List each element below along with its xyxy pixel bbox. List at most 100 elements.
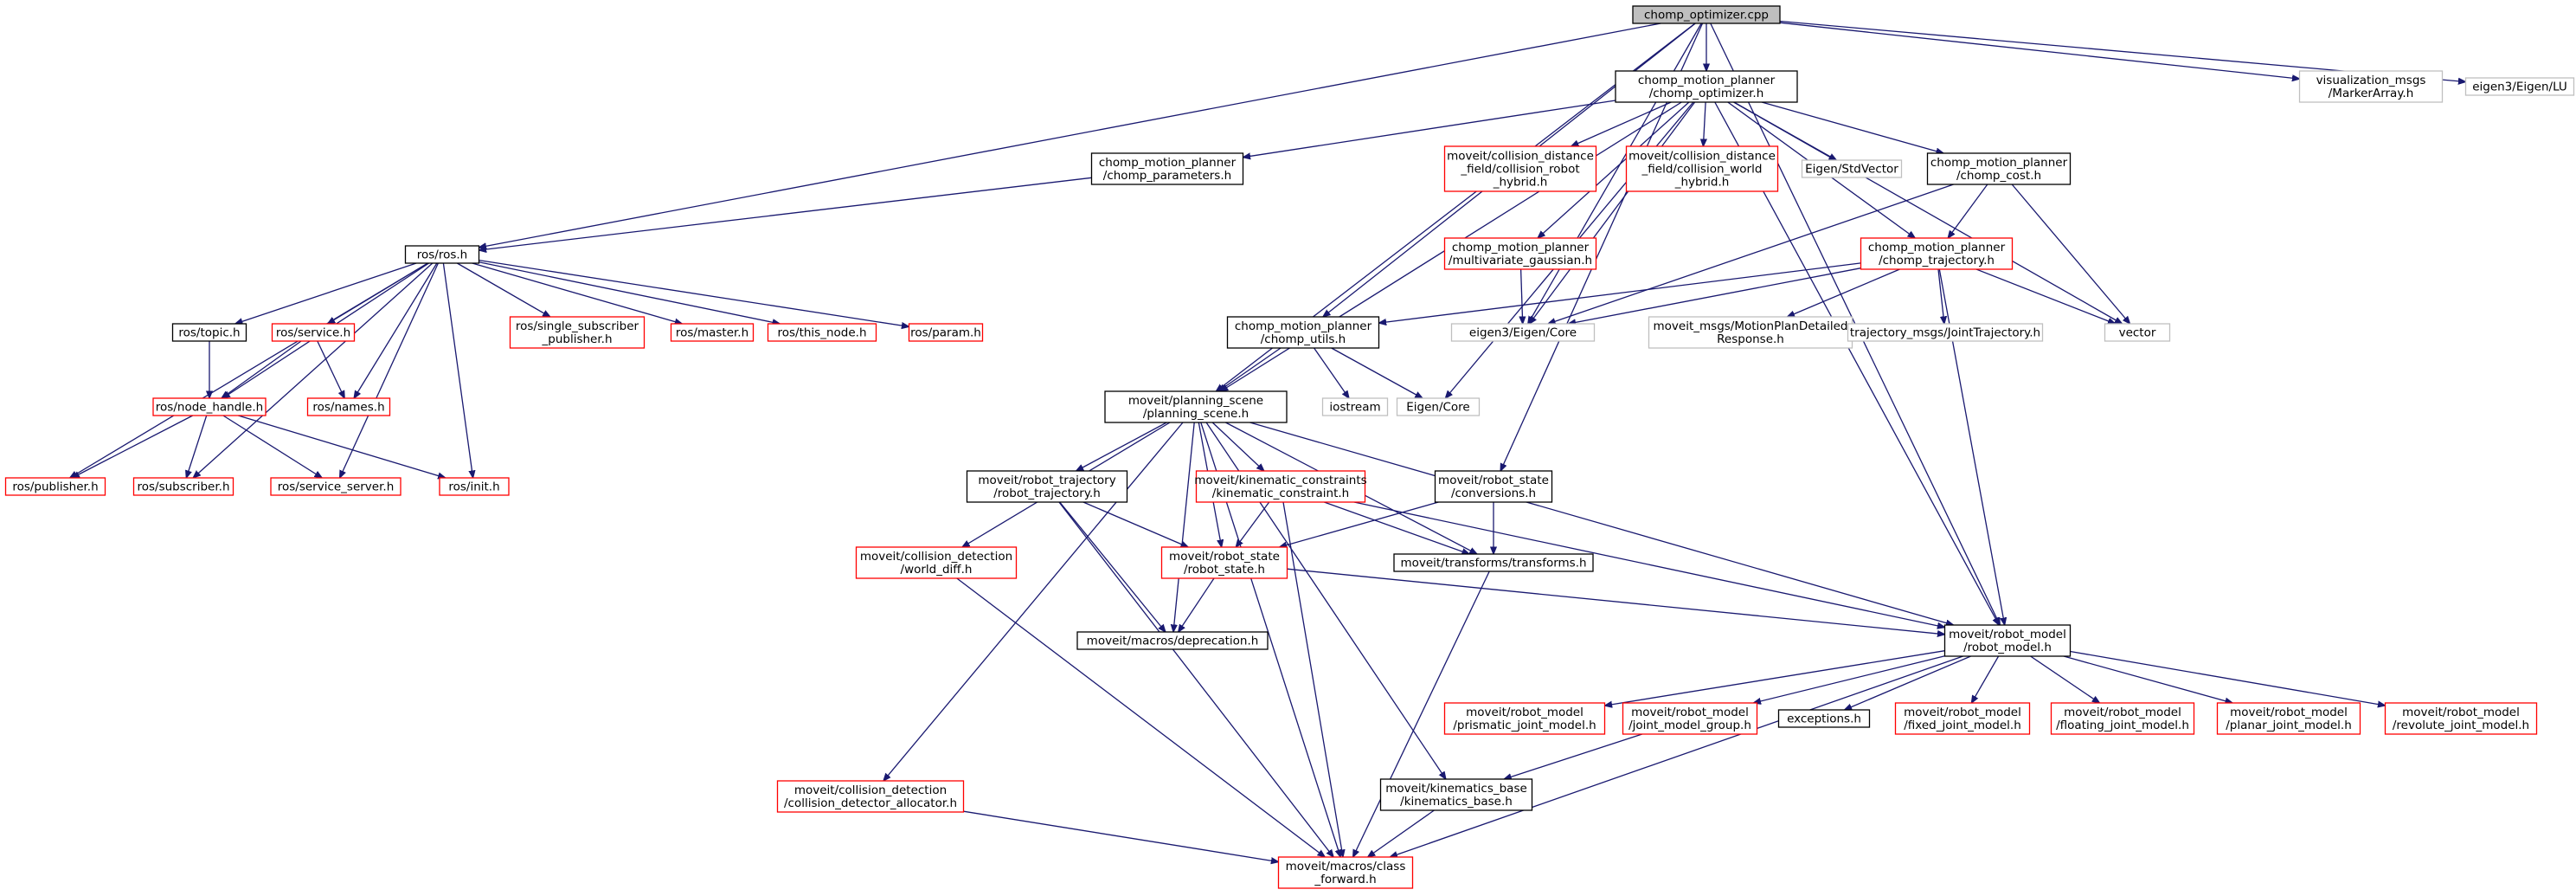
edge-n18-to-n25 — [1218, 347, 1282, 391]
node-label-line: moveit/collision_distance — [1447, 150, 1594, 164]
node-label-line: moveit/robot_model — [1466, 706, 1584, 719]
node-moveit-collision-distance-field-collision-robot-hybrid-h[interactable]: moveit/collision_distance_field/collisio… — [1443, 145, 1597, 192]
node-eigen-core[interactable]: Eigen/Core — [1396, 397, 1481, 416]
node-label-line: ros/init.h — [448, 480, 499, 494]
node-ros-single-subscriber-publisher-h[interactable]: ros/single_subscriber_publisher.h — [509, 316, 646, 349]
edge-n39-to-n45 — [2063, 655, 2232, 703]
node-ros-param-h[interactable]: ros/param.h — [908, 323, 984, 342]
node-moveit-kinematic-constraints-kinematic-constraint-h[interactable]: moveit/kinematic_constraints/kinematic_c… — [1194, 470, 1367, 503]
node-moveit-robot-state-robot-state-h[interactable]: moveit/robot_state/robot_state.h — [1160, 546, 1288, 579]
edge-n41-to-n48 — [1504, 733, 1643, 779]
node-eigen3-eigen-lu[interactable]: eigen3/Eigen/LU — [2464, 77, 2575, 96]
node-box — [1801, 159, 1903, 178]
node-label-line: ros/names.h — [312, 401, 384, 415]
edge-n33-to-n39 — [1353, 501, 1945, 628]
node-ros-ros-h[interactable]: ros/ros.h — [404, 245, 480, 264]
node-ros-node-handle-h[interactable]: ros/node_handle.h — [152, 397, 267, 416]
node-moveit-robot-model-planar-joint-model-h[interactable]: moveit/robot_model/planar_joint_model.h — [2216, 702, 2361, 735]
node-label-line: ros/topic.h — [178, 326, 240, 340]
edge-n9-to-n30 — [340, 262, 439, 478]
edge-n23-to-n28 — [72, 415, 193, 478]
node-moveit-macros-class-forward-h[interactable]: moveit/macros/class_forward.h — [1277, 856, 1414, 889]
node-iostream[interactable]: iostream — [1321, 397, 1389, 416]
edge-n37-to-n49 — [1353, 570, 1490, 857]
node-moveit-robot-model-joint-model-group-h[interactable]: moveit/robot_model/joint_model_group.h — [1622, 702, 1758, 735]
edge-n9-to-n14 — [456, 262, 550, 317]
node-box — [2464, 77, 2575, 96]
node-moveit-robot-model-revolute-joint-model-h[interactable]: moveit/robot_model/revolute_joint_model.… — [2384, 702, 2538, 735]
node-label-line: /robot_trajectory.h — [993, 487, 1101, 500]
node-label-line: /chomp_cost.h — [1956, 169, 2041, 183]
node-ros-service-server-h[interactable]: ros/service_server.h — [270, 477, 401, 496]
node-label-line: ros/subscriber.h — [137, 480, 229, 494]
node-moveit-robot-state-conversions-h[interactable]: moveit/robot_state/conversions.h — [1434, 470, 1553, 503]
node-label-line: ros/node_handle.h — [156, 401, 263, 415]
node-moveit-kinematics-base-kinematics-base-h[interactable]: moveit/kinematics_base/kinematics_base.h — [1379, 778, 1533, 811]
node-label-line: moveit_msgs/MotionPlanDetailed — [1654, 319, 1848, 333]
edge-n39-to-n42 — [1845, 655, 1971, 710]
node-moveit-planning-scene-planning-scene-h[interactable]: moveit/planning_scene/planning_scene.h — [1104, 390, 1288, 423]
edge-n35-to-n49 — [956, 577, 1325, 857]
node-moveit-transforms-transforms-h[interactable]: moveit/transforms/transforms.h — [1393, 553, 1594, 572]
node-box — [2104, 323, 2171, 342]
node-box — [1450, 323, 1596, 342]
edge-n18-to-n27 — [1331, 347, 1423, 398]
node-label-line: /chomp_parameters.h — [1103, 169, 1231, 183]
node-chomp-motion-planner-chomp-cost-h[interactable]: chomp_motion_planner/chomp_cost.h — [1926, 152, 2072, 185]
node-exceptions-h[interactable]: exceptions.h — [1777, 709, 1871, 728]
edges-layer — [70, 20, 2466, 862]
node-chomp-motion-planner-chomp-parameters-h[interactable]: chomp_motion_planner/chomp_parameters.h — [1090, 152, 1244, 185]
node-label-line: moveit/robot_model — [2064, 706, 2181, 719]
node-label-line: _hybrid.h — [1493, 176, 1548, 190]
node-chomp-motion-planner-chomp-optimizer-h[interactable]: chomp_motion_planner/chomp_optimizer.h — [1615, 70, 1798, 103]
node-trajectory-msgs-jointtrajectory-h[interactable]: trajectory_msgs/JointTrajectory.h — [1847, 323, 2044, 342]
node-moveit-collision-detection-world-diff-h[interactable]: moveit/collision_detection/world_diff.h — [855, 546, 1018, 579]
node-ros-service-h[interactable]: ros/service.h — [271, 323, 356, 342]
node-box — [1894, 702, 2031, 735]
node-chomp-optimizer-cpp[interactable]: chomp_optimizer.cpp — [1632, 5, 1781, 24]
node-eigen3-eigen-core[interactable]: eigen3/Eigen/Core — [1450, 323, 1596, 342]
edge-n11-to-n20 — [1788, 268, 1900, 317]
node-moveit-robot-trajectory-robot-trajectory-h[interactable]: moveit/robot_trajectory/robot_trajectory… — [966, 470, 1128, 503]
node-label-line: vector — [2119, 326, 2156, 340]
node-ros-master-h[interactable]: ros/master.h — [670, 323, 755, 342]
node-moveit-collision-detection-collision-detector-allocator-h[interactable]: moveit/collision_detection/collision_det… — [776, 780, 965, 813]
node-chomp-motion-planner-chomp-trajectory-h[interactable]: chomp_motion_planner/chomp_trajectory.h — [1860, 237, 2014, 270]
node-ros-subscriber-h[interactable]: ros/subscriber.h — [132, 477, 234, 496]
node-moveit-macros-deprecation-h[interactable]: moveit/macros/deprecation.h — [1076, 631, 1269, 650]
node-ros-names-h[interactable]: ros/names.h — [306, 397, 391, 416]
node-label-line: iostream — [1329, 401, 1380, 415]
node-label-line: _forward.h — [1314, 873, 1376, 886]
node-eigen-stdvector[interactable]: Eigen/StdVector — [1801, 159, 1903, 178]
edge-n9-to-n12 — [235, 262, 417, 324]
node-moveit-robot-model-robot-model-h[interactable]: moveit/robot_model/robot_model.h — [1943, 624, 2072, 657]
node-box — [776, 780, 965, 813]
edge-n33-to-n49 — [1282, 501, 1343, 857]
node-ros-topic-h[interactable]: ros/topic.h — [171, 323, 247, 342]
node-label-line: /revolute_joint_model.h — [2393, 719, 2529, 732]
node-box — [855, 546, 1018, 579]
edge-n48-to-n49 — [1368, 809, 1435, 857]
edge-n8-to-n22 — [2011, 184, 2130, 324]
node-moveit-robot-model-floating-joint-model-h[interactable]: moveit/robot_model/floating_joint_model.… — [2050, 702, 2195, 735]
node-chomp-motion-planner-multivariate-gaussian-h[interactable]: chomp_motion_planner/multivariate_gaussi… — [1443, 237, 1597, 270]
node-ros-init-h[interactable]: ros/init.h — [439, 477, 510, 496]
node-moveit-collision-distance-field-collision-world-hybrid-h[interactable]: moveit/collision_distance_field/collisio… — [1625, 145, 1779, 192]
node-label-line: ros/this_node.h — [777, 326, 866, 340]
node-box — [270, 477, 401, 496]
node-box — [670, 323, 755, 342]
node-vector[interactable]: vector — [2104, 323, 2171, 342]
node-box — [1434, 470, 1553, 503]
node-moveit-robot-model-prismatic-joint-model-h[interactable]: moveit/robot_model/prismatic_joint_model… — [1443, 702, 1606, 735]
node-visualization-msgs-markerarray-h[interactable]: visualization_msgs/MarkerArray.h — [2298, 70, 2444, 103]
node-chomp-motion-planner-chomp-utils-h[interactable]: chomp_motion_planner/chomp_utils.h — [1226, 316, 1380, 349]
edge-n33-to-n37 — [1324, 501, 1469, 554]
node-label-line: /fixed_joint_model.h — [1904, 719, 2021, 732]
node-label-line: moveit/robot_model — [1949, 628, 2066, 641]
node-moveit-robot-model-fixed-joint-model-h[interactable]: moveit/robot_model/fixed_joint_model.h — [1894, 702, 2031, 735]
node-label-line: ros/service.h — [276, 326, 350, 340]
node-label-line: chomp_motion_planner — [1868, 241, 2006, 255]
node-ros-publisher-h[interactable]: ros/publisher.h — [4, 477, 106, 496]
node-ros-this-node-h[interactable]: ros/this_node.h — [767, 323, 877, 342]
